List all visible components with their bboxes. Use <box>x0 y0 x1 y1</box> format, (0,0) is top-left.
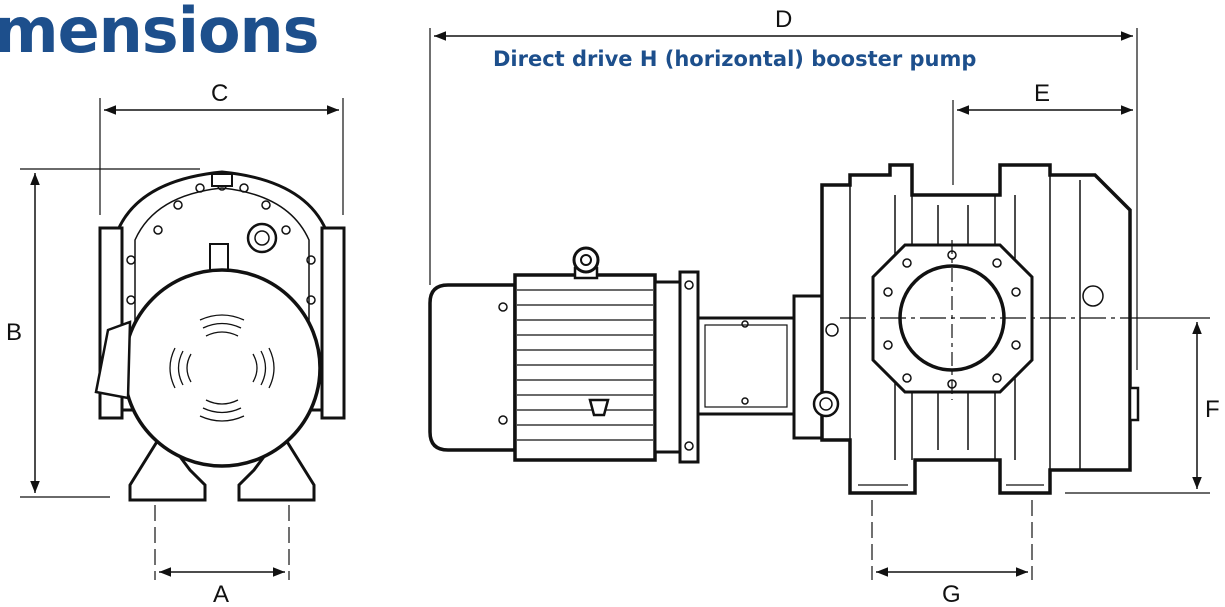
dimension-g: G <box>876 567 1028 607</box>
dimension-b: B <box>6 173 40 493</box>
dimension-f-label: F <box>1205 396 1220 423</box>
dimension-e: E <box>957 80 1133 115</box>
pump-end-view <box>20 98 346 580</box>
dimension-d-label: D <box>775 6 792 33</box>
dimension-c-label: C <box>211 80 228 107</box>
dimension-a: A <box>159 567 285 607</box>
dimension-d: D <box>434 6 1133 41</box>
dimension-b-label: B <box>6 319 22 346</box>
dimension-g-label: G <box>942 581 961 607</box>
page-heading: mensions <box>0 0 320 67</box>
dimension-e-label: E <box>1034 80 1050 107</box>
dimension-c: C <box>104 80 339 115</box>
dimension-f: F <box>1192 322 1220 489</box>
pump-side-view <box>428 28 1210 580</box>
diagram-subtitle: Direct drive H (horizontal) booster pump <box>493 47 977 71</box>
dimension-a-label: A <box>213 581 229 607</box>
